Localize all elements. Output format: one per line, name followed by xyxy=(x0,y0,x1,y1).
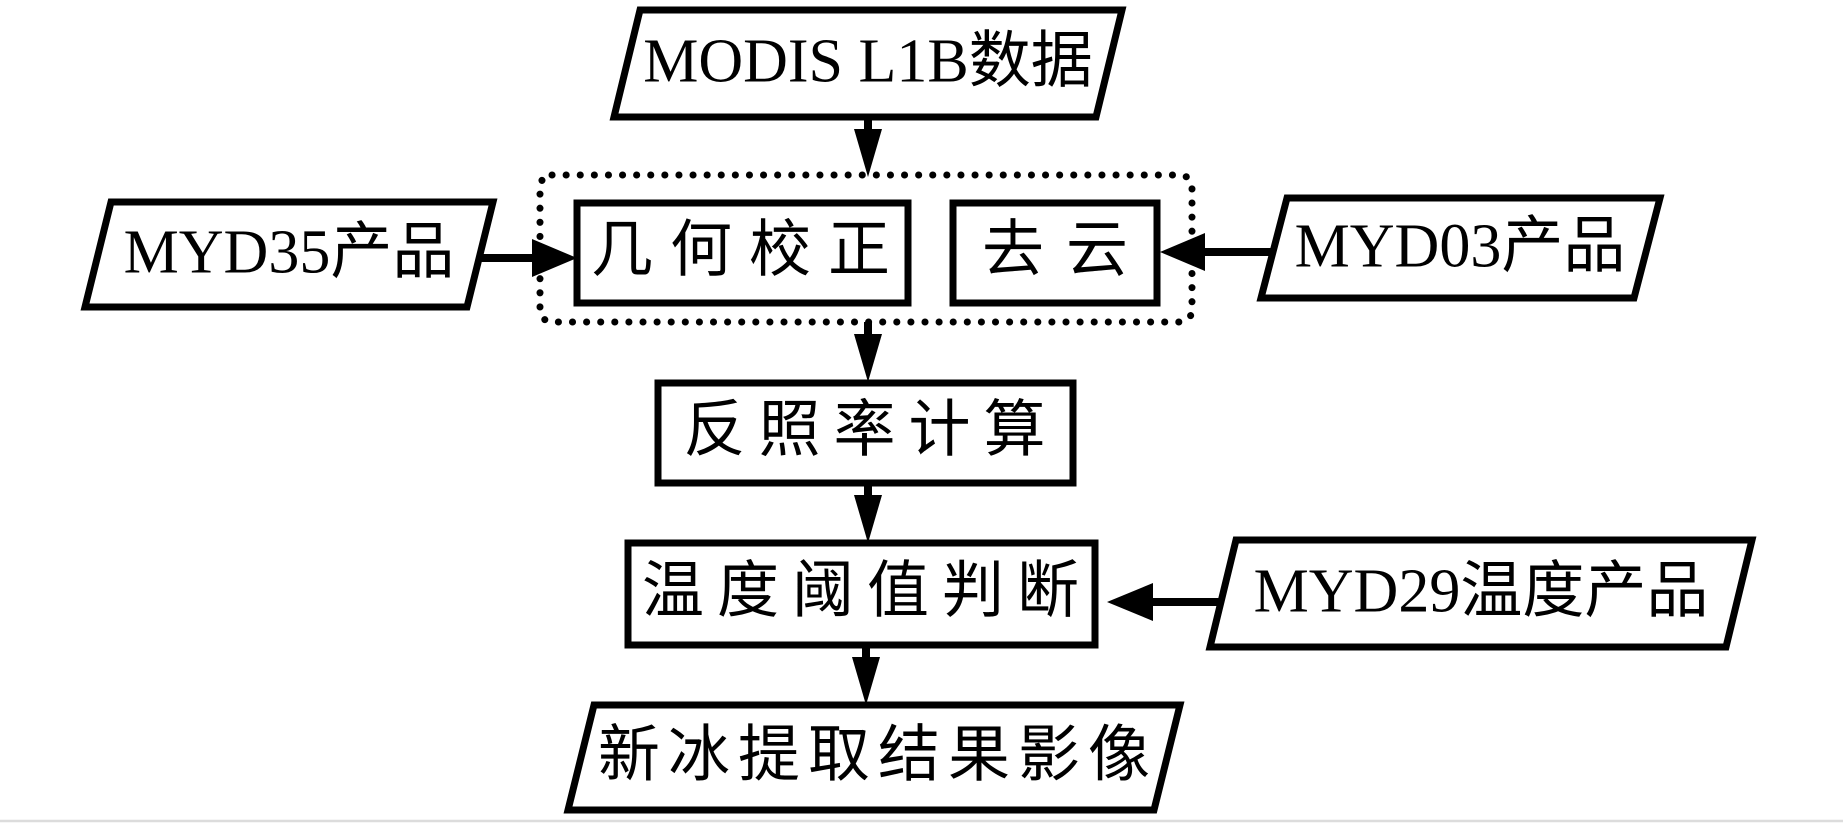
temp-threshold-box xyxy=(624,539,1099,649)
arrow-myd35-to-geo-correction xyxy=(473,239,577,277)
albedo-label: 反照率计算 xyxy=(683,396,1059,465)
result-parallelogram xyxy=(563,701,1185,814)
temp-threshold-label: 温度阈值判断 xyxy=(641,557,1093,626)
geo-correction-label: 几何校正 xyxy=(590,216,908,285)
arrow-preprocess-to-albedo xyxy=(854,322,882,382)
modis-l1b-parallelogram xyxy=(609,6,1127,121)
myd03-parallelogram xyxy=(1256,194,1665,302)
myd35-label: MYD35产品 xyxy=(123,218,455,287)
myd35-parallelogram xyxy=(80,198,498,311)
modis-l1b-label: MODIS L1B数据 xyxy=(643,27,1093,96)
myd03-label: MYD03产品 xyxy=(1294,212,1626,281)
cloud-removal-box xyxy=(949,199,1161,307)
myd29-label: MYD29温度产品 xyxy=(1253,557,1709,626)
arrow-temp-threshold-to-result xyxy=(852,645,880,705)
arrow-myd03-to-cloud-removal xyxy=(1160,233,1275,271)
myd29-parallelogram xyxy=(1205,536,1757,651)
arrow-myd29-to-temp-threshold xyxy=(1107,583,1223,621)
albedo-box xyxy=(654,379,1077,487)
cloud-removal-label: 去云 xyxy=(981,216,1151,285)
geo-correction-box xyxy=(573,199,912,307)
arrow-modis-to-preprocess xyxy=(854,117,882,177)
arrow-albedo-to-temp-threshold xyxy=(854,483,882,543)
result-label: 新冰提取结果影像 xyxy=(597,721,1159,790)
